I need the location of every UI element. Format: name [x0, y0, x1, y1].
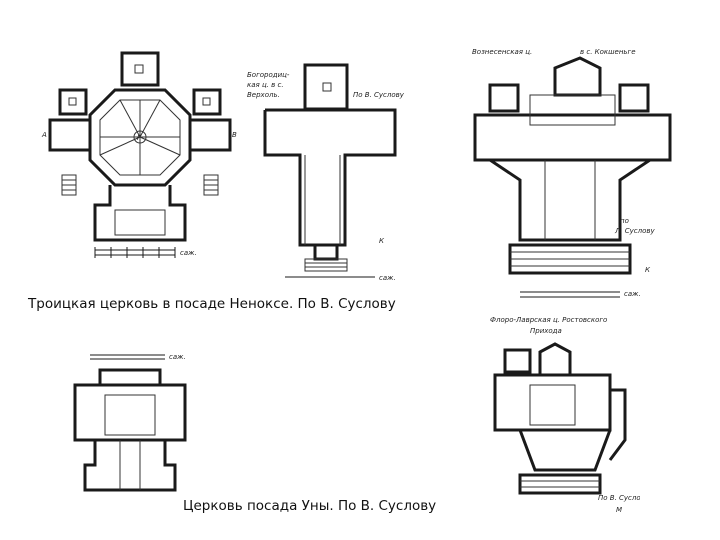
caption-troitskaya: Троицкая церковь в посаде Неноксе. По В.…: [28, 296, 396, 312]
floor-plan-drawing-2: Богородиц- кая ц. в с. Верхоль. По В. Су…: [247, 63, 405, 282]
plan-floro-lavrskaya-church: По В. Суслову М: [490, 340, 640, 520]
plan3-title-right: в с. Кокшеньге: [580, 48, 636, 56]
plan2-note-line-2: кая ц. в с.: [247, 81, 284, 89]
floor-plan-drawing-1: А В Г саж.: [41, 51, 237, 258]
floor-plan-drawing-3: Вознесенская ц. в с. Кокшеньге по Л. Сус…: [472, 48, 672, 335]
plan2-scale-bar: саж.: [285, 274, 396, 282]
floor-plan-drawing-4: саж.: [73, 353, 187, 492]
plan1-label-a: А: [41, 131, 47, 139]
plan3-title-left: Вознесенская ц.: [472, 48, 532, 56]
plan3-bottom-line-2: Прихода: [530, 327, 562, 335]
plan-bogoroditskaya-church: Богородиц- кая ц. в с. Верхоль. По В. Су…: [245, 55, 415, 285]
plan3-author-line-1: по: [620, 217, 629, 225]
plan3-scale-bar: саж.: [520, 290, 641, 298]
plan2-author: По В. Суслову: [353, 91, 405, 99]
plan4-scale-bar: саж.: [90, 353, 186, 361]
plan1-scale-bar: саж.: [94, 247, 197, 258]
plan3-scale-label: саж.: [624, 290, 641, 298]
caption-una: Церковь посада Уны. По В. Суслову: [183, 498, 437, 514]
plan3-author-line-2: Л. Суслову: [614, 227, 655, 235]
plan1-label-b: В: [232, 131, 237, 139]
plan-una-church: саж.: [65, 345, 195, 500]
plan3-mark: К: [645, 266, 651, 274]
plan1-label-g: Г: [137, 134, 142, 142]
plan1-scale-label: саж.: [180, 249, 197, 257]
plan5-author: По В. Суслову: [598, 494, 640, 502]
plan-voznesenskaya-church: Вознесенская ц. в с. Кокшеньге по Л. Сус…: [470, 40, 675, 340]
plan2-note-line-1: Богородиц-: [247, 71, 290, 79]
plan2-mark: К: [379, 237, 385, 245]
floor-plan-drawing-5: По В. Суслову М: [493, 342, 640, 514]
plan4-scale-label: саж.: [169, 353, 186, 361]
plan2-scale-label: саж.: [379, 274, 396, 282]
plan5-mark: М: [616, 506, 622, 514]
plan3-bottom-line-1: Флоро-Лаврская ц. Ростовского: [490, 316, 607, 324]
plan2-note-line-3: Верхоль.: [247, 91, 280, 99]
plan-troitskaya-church: А В Г саж.: [40, 45, 240, 275]
